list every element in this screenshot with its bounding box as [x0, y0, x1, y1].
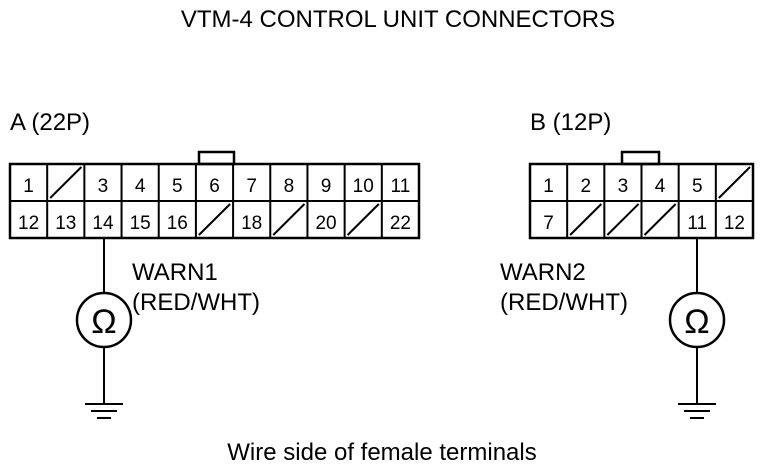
connector-b-lock-tab	[620, 150, 661, 166]
diagram-title: VTM-4 CONTROL UNIT CONNECTORS	[181, 6, 615, 33]
connector-a-terminal-4: 4	[135, 176, 146, 197]
connector-b-terminal-5: 5	[692, 176, 703, 197]
connector-a-terminal-18: 18	[241, 213, 262, 234]
connector-b-unused-terminal	[718, 166, 751, 199]
warn2-wire-color: (RED/WHT)	[500, 289, 628, 316]
footer-caption: Wire side of female terminals	[227, 439, 536, 466]
connector-a-lock-tab	[197, 150, 236, 166]
connector-a-terminal-3: 3	[98, 176, 109, 197]
connector-b-terminal-2: 2	[580, 176, 591, 197]
connector-b-unused-terminal	[606, 203, 640, 236]
connector-a-terminal-12: 12	[18, 213, 39, 234]
ground-icon	[85, 403, 123, 419]
connector-a-terminal-13: 13	[55, 213, 76, 234]
connector-a-terminal-20: 20	[315, 213, 336, 234]
warn2-signal-label: WARN2	[500, 259, 586, 286]
warn1-circuit: Ω WARN1 (RED/WHT)	[75, 238, 260, 419]
ground-icon	[678, 403, 716, 419]
connector-a-terminal-6: 6	[209, 176, 220, 197]
connector-a-terminal-22: 22	[390, 213, 411, 234]
ohmmeter-icon: Ω	[91, 303, 116, 341]
connector-b-unused-terminal	[569, 203, 603, 236]
connector-b-terminal-3: 3	[618, 176, 629, 197]
connector-a-terminal-8: 8	[284, 176, 295, 197]
warn2-circuit: Ω WARN2 (RED/WHT)	[500, 238, 726, 419]
connector-b-terminal-1: 1	[543, 176, 554, 197]
connector-b-unused-terminal	[643, 203, 677, 236]
connector-a-terminal-7: 7	[246, 176, 257, 197]
connector-b-terminal-7: 7	[543, 213, 554, 234]
connector-a-terminal-16: 16	[167, 213, 188, 234]
connector-a-terminal-15: 15	[130, 213, 151, 234]
connector-a-terminal-14: 14	[92, 213, 114, 234]
connector-a-terminal-5: 5	[172, 176, 183, 197]
connector-b-terminal-11: 11	[687, 213, 707, 234]
warn1-wire-color: (RED/WHT)	[132, 289, 260, 316]
connector-a-label: A (22P)	[10, 109, 90, 136]
connector-a-terminal-11: 11	[391, 176, 411, 197]
connector-b-label: B (12P)	[530, 109, 611, 136]
connector-b-terminal-12: 12	[724, 213, 745, 234]
connector-b-terminal-4: 4	[655, 176, 666, 197]
connector-a-terminal-1: 1	[23, 176, 34, 197]
connector-a-unused-terminal	[346, 203, 380, 236]
connector-a-unused-terminal	[198, 203, 231, 236]
warn1-signal-label: WARN1	[132, 259, 218, 286]
connector-a-terminal-9: 9	[321, 176, 332, 197]
connector-a-terminal-10: 10	[353, 176, 374, 197]
connector-a-unused-terminal	[272, 203, 306, 236]
ohmmeter-icon: Ω	[684, 303, 709, 341]
connector-a-unused-terminal	[49, 166, 83, 199]
